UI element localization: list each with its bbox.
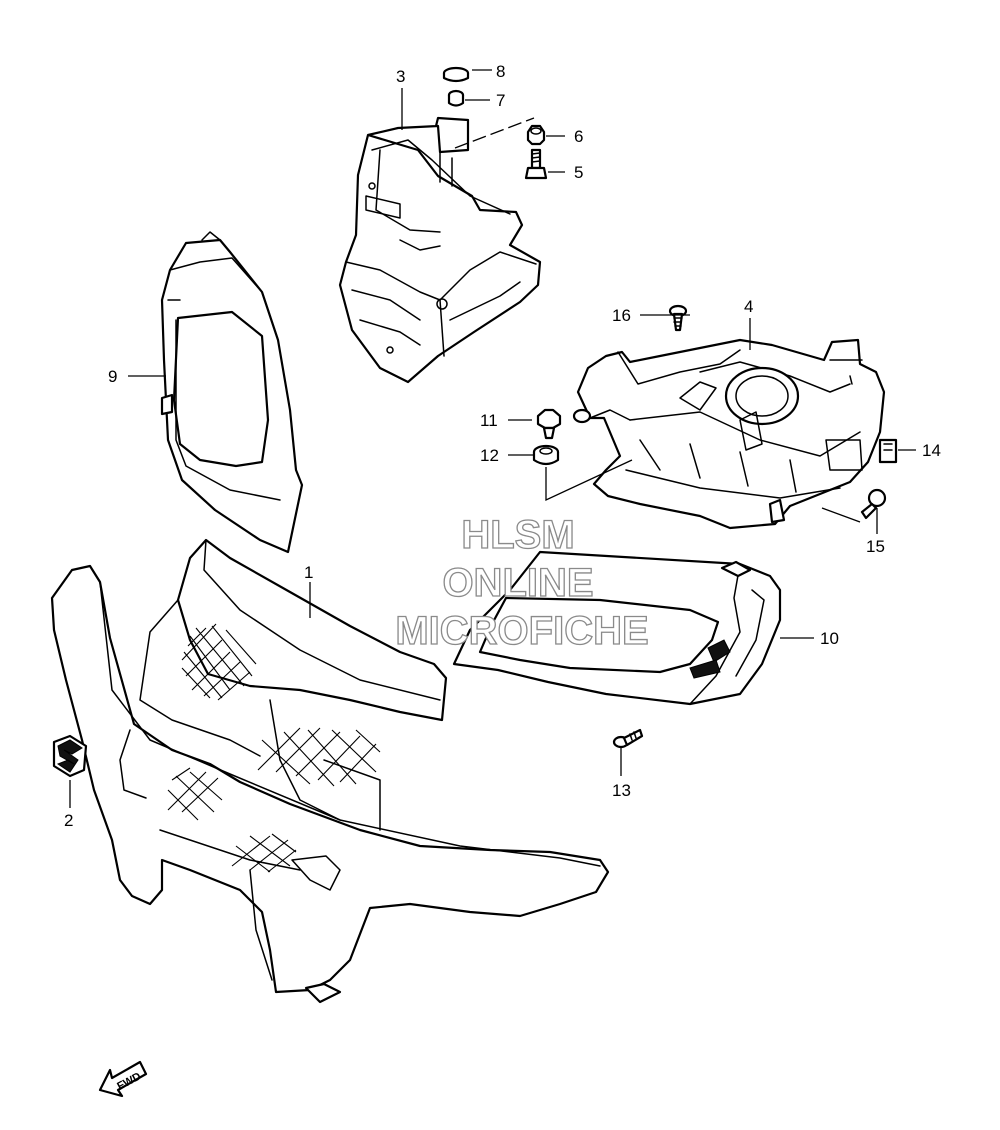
part-12-grommet	[532, 444, 560, 466]
part-label-9: 9	[108, 367, 117, 386]
part-label-10: 10	[820, 629, 839, 648]
bumper-mesh	[167, 623, 381, 873]
part-7-collar	[447, 89, 465, 107]
part-1-front-bumper	[50, 538, 610, 1004]
watermark: HLSM ONLINE MICROFICHE	[395, 512, 650, 653]
part-8-grommet	[442, 66, 470, 83]
part-16-screw	[668, 304, 688, 332]
part-label-3: 3	[396, 67, 405, 86]
part-4-lower-bracket	[572, 338, 886, 530]
part-3-headlight-bracket	[338, 116, 542, 384]
watermark-line-1: HLSM	[461, 513, 574, 557]
part-label-7: 7	[496, 91, 505, 110]
part-label-1: 1	[304, 563, 313, 582]
watermark-line-3: MICROFICHE	[395, 609, 648, 653]
part-label-11: 11	[480, 411, 498, 430]
part-11-bolt	[536, 408, 562, 440]
part-labels: 1 2 3 4 5 6 7 8 9 10 11 12 13 14 15 16	[64, 62, 941, 830]
part-10-grille-surround	[452, 550, 782, 706]
part-label-14: 14	[922, 441, 941, 460]
part-6-nut	[526, 124, 546, 146]
part-14-clip	[878, 438, 898, 464]
leader-lines	[69, 69, 916, 808]
part-label-5: 5	[574, 163, 583, 182]
part-label-4: 4	[744, 297, 753, 316]
part-label-2: 2	[64, 811, 73, 830]
part-label-16: 16	[612, 306, 631, 325]
watermark-line-2: ONLINE	[442, 561, 593, 605]
part-label-6: 6	[574, 127, 583, 146]
part-label-15: 15	[866, 537, 885, 556]
part-5-bolt	[524, 148, 548, 180]
part-15-rivet	[860, 488, 887, 520]
part-label-13: 13	[612, 781, 631, 800]
part-label-12: 12	[480, 446, 499, 465]
forward-direction-arrow: FWD	[98, 1060, 148, 1098]
part-13-screw	[612, 728, 644, 749]
part-2-emblem	[52, 734, 88, 778]
part-9-headlight-surround	[160, 231, 304, 554]
part-label-8: 8	[496, 62, 505, 81]
